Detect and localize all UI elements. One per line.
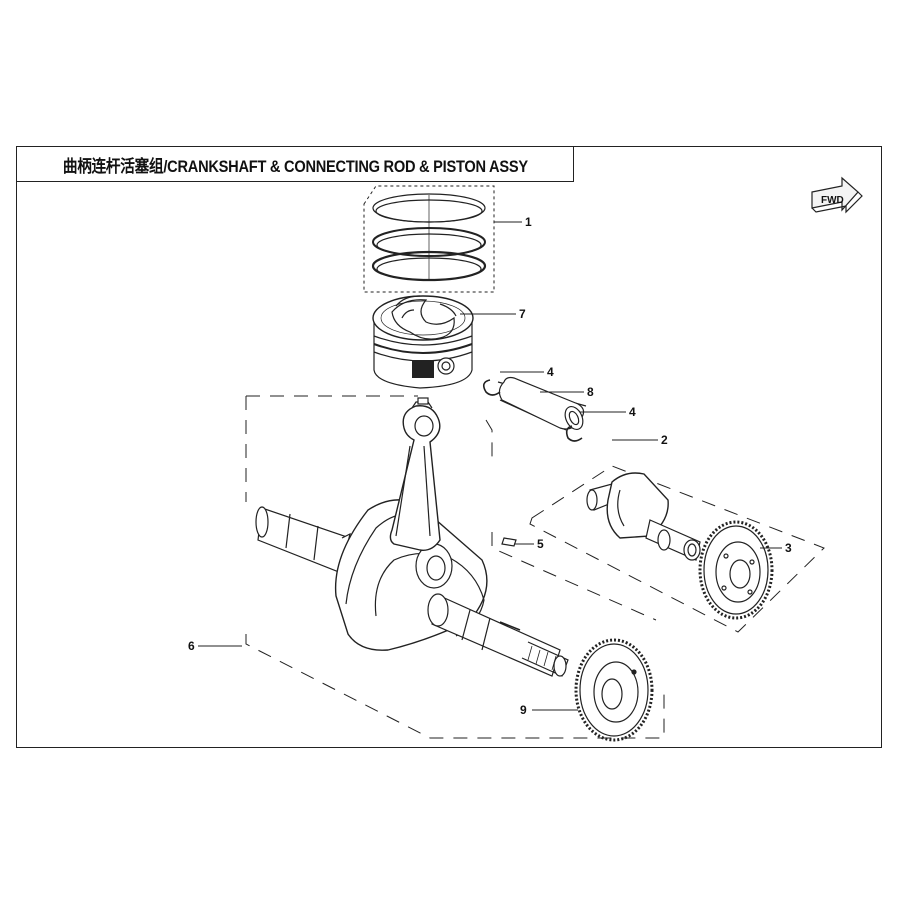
piston [372, 295, 474, 389]
page-title: 曲柄连杆活塞组/CRANKSHAFT & CONNECTING ROD & PI… [62, 156, 528, 176]
balance-shaft [586, 472, 701, 561]
callout-9: 9 [520, 703, 527, 717]
leader-lines [198, 221, 782, 711]
callout-6: 6 [188, 639, 195, 653]
balance-shaft-outline [529, 465, 825, 633]
fwd-arrow-icon: FWD [811, 176, 863, 214]
piston-pin [497, 376, 587, 431]
callout-2: 2 [661, 433, 668, 447]
crankshaft-gear [574, 638, 654, 742]
callout-4-lower: 4 [629, 405, 636, 419]
title-block: 曲柄连杆活塞组/CRANKSHAFT & CONNECTING ROD & PI… [16, 146, 574, 182]
pin-clip-upper [482, 379, 501, 396]
callout-3: 3 [785, 541, 792, 555]
crankshaft-assembly-outline [245, 395, 665, 739]
callout-7: 7 [519, 307, 526, 321]
callout-1: 1 [525, 215, 532, 229]
piston-rings [363, 185, 495, 293]
callout-8: 8 [587, 385, 594, 399]
pin-clip-lower [565, 425, 583, 442]
callout-numbers: 1 7 4 8 4 2 3 5 6 9 [188, 215, 792, 717]
callout-5: 5 [537, 537, 544, 551]
balance-shaft-gear [698, 520, 774, 620]
callout-4-upper: 4 [547, 365, 554, 379]
woodruff-key [501, 537, 517, 547]
crankshaft [255, 397, 569, 677]
fwd-label: FWD [821, 195, 844, 206]
